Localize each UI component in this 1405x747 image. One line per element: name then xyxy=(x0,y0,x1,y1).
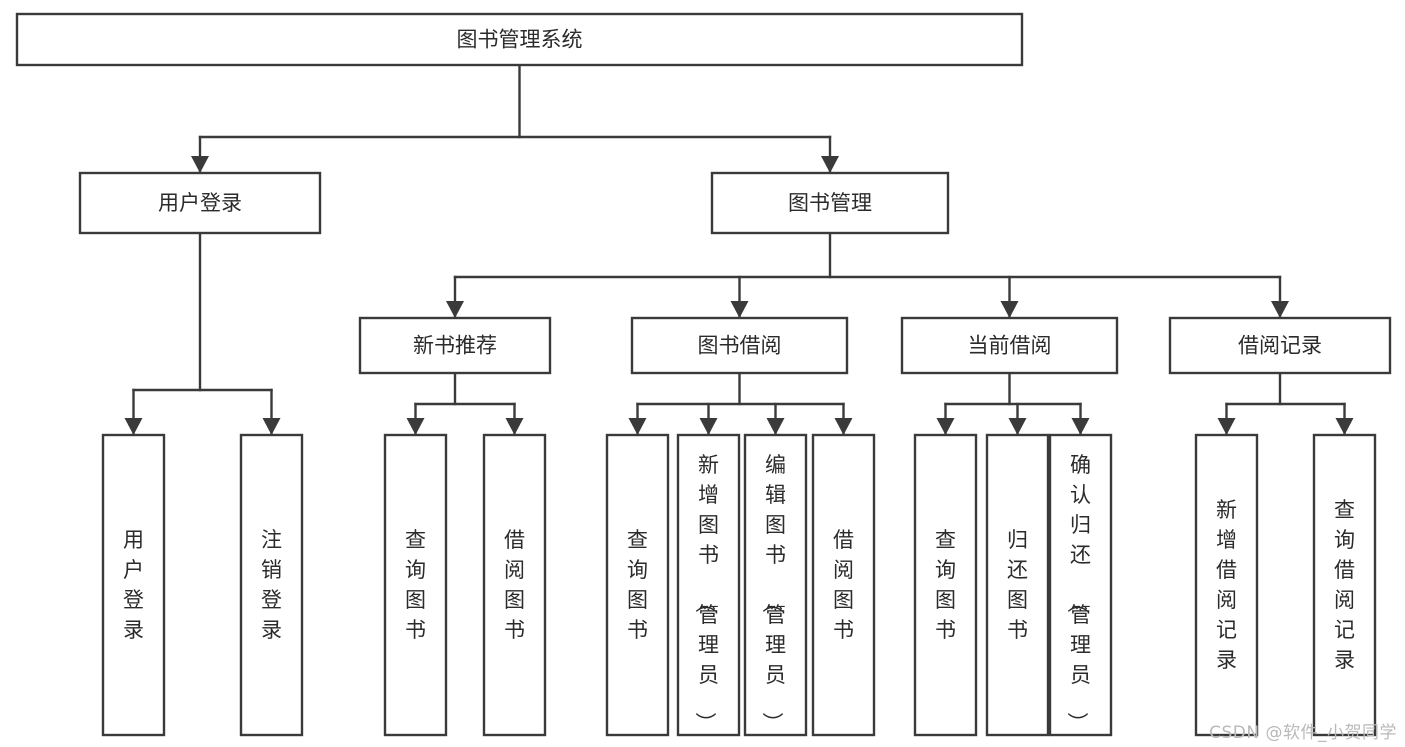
node-box-leaf-return-book xyxy=(985,433,1050,737)
node-label-current-borrow: 当前借阅 xyxy=(968,334,1052,358)
node-label-leaf-return-book: 归还图书 xyxy=(1007,528,1028,642)
node-leaf-add-borrow-record[interactable]: 新增借阅记录 xyxy=(1194,433,1259,737)
arrow-head-borrow-record xyxy=(1271,301,1289,318)
node-box-leaf-add-borrow-record xyxy=(1194,433,1259,737)
node-label-leaf-edit-book-admin: 编辑图书（管理员） xyxy=(760,453,786,733)
node-box-root xyxy=(15,12,1024,67)
arrow-head-leaf-add-book-admin xyxy=(699,418,718,435)
node-label-leaf-logout-login: 注销登录 xyxy=(261,528,282,642)
node-new-book-recommend[interactable]: 新书推荐 xyxy=(358,316,552,375)
node-borrow-record[interactable]: 借阅记录 xyxy=(1168,316,1392,375)
node-current-borrow[interactable]: 当前借阅 xyxy=(900,316,1119,375)
node-box-current-borrow xyxy=(900,316,1119,375)
arrow-head-book-borrow xyxy=(730,301,749,318)
node-label-user-login: 用户登录 xyxy=(158,191,242,215)
arrow-head-leaf-query-book-2 xyxy=(628,418,647,435)
node-leaf-return-book[interactable]: 归还图书 xyxy=(985,433,1050,737)
node-leaf-query-book-1[interactable]: 查询图书 xyxy=(383,433,448,737)
node-label-book-management: 图书管理 xyxy=(788,191,872,215)
arrow-head-leaf-user-login xyxy=(124,418,143,435)
node-box-book-management xyxy=(710,171,950,235)
node-box-leaf-borrow-book-1 xyxy=(482,433,547,737)
arrow-head-leaf-confirm-return-admin xyxy=(1071,418,1090,435)
node-book-borrow[interactable]: 图书借阅 xyxy=(630,316,849,375)
arrow-head-leaf-borrow-book-1 xyxy=(505,418,524,435)
node-box-leaf-edit-book-admin xyxy=(743,433,808,737)
node-box-book-borrow xyxy=(630,316,849,375)
node-label-leaf-confirm-return-admin: 确认归还（管理员） xyxy=(1065,453,1091,733)
arrow-head-leaf-return-book xyxy=(1008,418,1027,435)
node-leaf-borrow-book-1[interactable]: 借阅图书 xyxy=(482,433,547,737)
edges-layer xyxy=(124,63,1354,437)
node-box-borrow-record xyxy=(1168,316,1392,375)
node-box-leaf-logout-login xyxy=(239,433,304,737)
arrow-head-leaf-edit-book-admin xyxy=(766,418,785,435)
node-label-leaf-query-borrow-record: 查询借阅记录 xyxy=(1334,498,1355,672)
arrow-head-leaf-add-borrow-record xyxy=(1217,418,1236,435)
node-box-leaf-query-book-2 xyxy=(605,433,670,737)
arrow-head-user-login xyxy=(191,156,209,173)
node-label-leaf-user-login: 用户登录 xyxy=(123,528,144,642)
node-label-leaf-query-book-3: 查询图书 xyxy=(935,528,956,642)
arrow-head-book-management xyxy=(821,156,839,173)
node-box-leaf-add-book-admin xyxy=(676,433,741,737)
node-leaf-query-book-3[interactable]: 查询图书 xyxy=(913,433,978,737)
node-label-root: 图书管理系统 xyxy=(457,28,583,52)
node-leaf-query-borrow-record[interactable]: 查询借阅记录 xyxy=(1312,433,1377,737)
arrow-head-leaf-borrow-book-2 xyxy=(834,418,853,435)
node-box-leaf-query-book-1 xyxy=(383,433,448,737)
node-label-leaf-query-book-1: 查询图书 xyxy=(405,528,426,642)
arrow-head-new-book-recommend xyxy=(446,301,464,318)
nodes-layer: 图书管理系统用户登录图书管理新书推荐图书借阅当前借阅借阅记录用户登录注销登录查询… xyxy=(15,12,1392,737)
arrow-head-leaf-query-borrow-record xyxy=(1335,418,1354,435)
arrow-head-leaf-logout-login xyxy=(262,418,281,435)
node-box-user-login xyxy=(78,171,322,235)
node-root[interactable]: 图书管理系统 xyxy=(15,12,1024,67)
node-label-leaf-borrow-book-2: 借阅图书 xyxy=(833,528,854,642)
node-leaf-query-book-2[interactable]: 查询图书 xyxy=(605,433,670,737)
node-box-new-book-recommend xyxy=(358,316,552,375)
node-leaf-add-book-admin[interactable]: 新增图书（管理员） xyxy=(676,433,741,737)
node-label-leaf-query-book-2: 查询图书 xyxy=(627,528,648,642)
node-label-leaf-add-book-admin: 新增图书（管理员） xyxy=(693,453,719,733)
node-label-book-borrow: 图书借阅 xyxy=(698,334,782,358)
arrow-head-leaf-query-book-3 xyxy=(936,418,955,435)
node-leaf-confirm-return-admin[interactable]: 确认归还（管理员） xyxy=(1048,433,1113,737)
node-box-leaf-query-borrow-record xyxy=(1312,433,1377,737)
csdn-watermark: CSDN @软件_小贺同学 xyxy=(1209,723,1397,743)
arrow-head-leaf-query-book-1 xyxy=(406,418,425,435)
node-label-new-book-recommend: 新书推荐 xyxy=(413,334,497,358)
node-leaf-logout-login[interactable]: 注销登录 xyxy=(239,433,304,737)
node-label-leaf-add-borrow-record: 新增借阅记录 xyxy=(1216,498,1237,672)
node-label-borrow-record: 借阅记录 xyxy=(1238,334,1322,358)
node-box-leaf-confirm-return-admin xyxy=(1048,433,1113,737)
arrow-head-current-borrow xyxy=(1000,301,1019,318)
node-box-leaf-query-book-3 xyxy=(913,433,978,737)
node-box-leaf-borrow-book-2 xyxy=(811,433,876,737)
node-leaf-borrow-book-2[interactable]: 借阅图书 xyxy=(811,433,876,737)
node-leaf-user-login[interactable]: 用户登录 xyxy=(101,433,166,737)
node-book-management[interactable]: 图书管理 xyxy=(710,171,950,235)
node-leaf-edit-book-admin[interactable]: 编辑图书（管理员） xyxy=(743,433,808,737)
node-label-leaf-borrow-book-1: 借阅图书 xyxy=(504,528,525,642)
node-box-leaf-user-login xyxy=(101,433,166,737)
node-user-login[interactable]: 用户登录 xyxy=(78,171,322,235)
